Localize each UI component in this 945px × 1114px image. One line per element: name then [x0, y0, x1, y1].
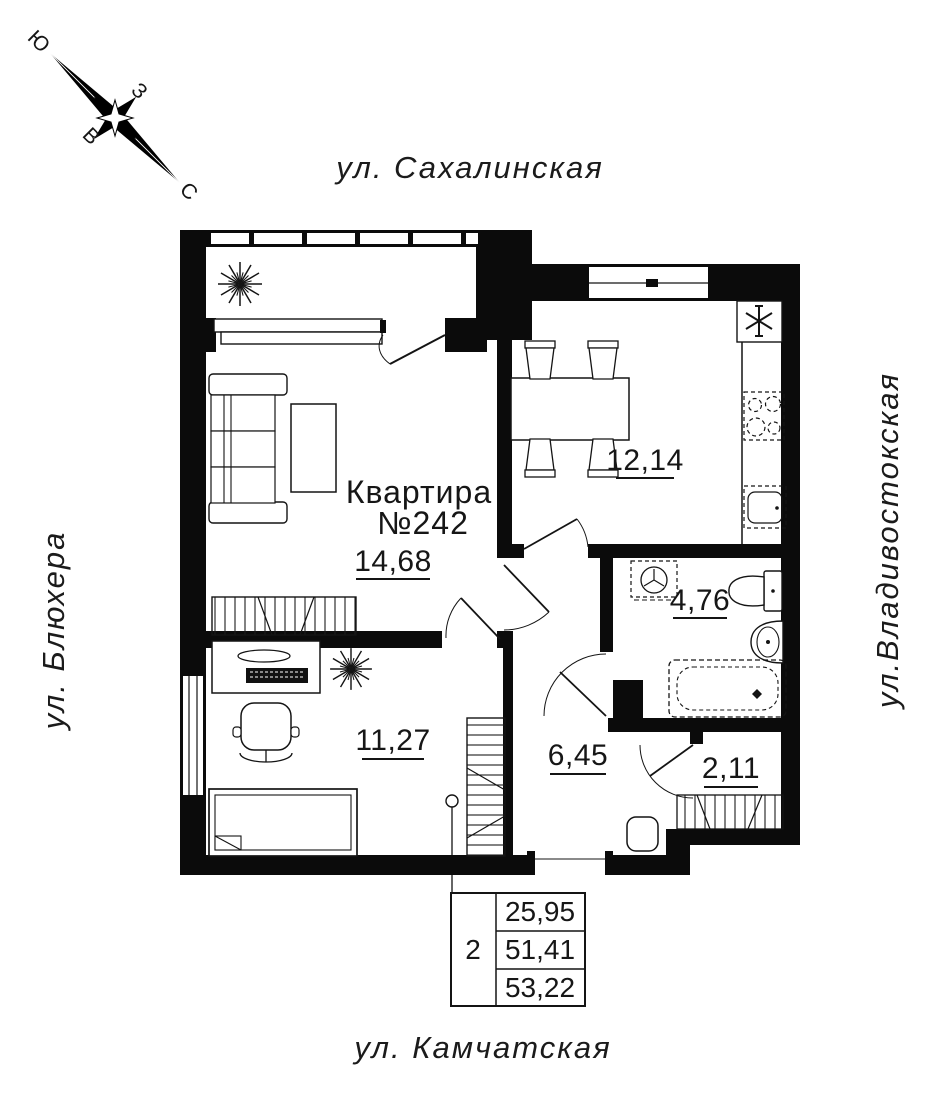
- bathroom-door: [543, 653, 607, 717]
- hallway-area-label: 6,45: [548, 739, 608, 772]
- area-without-balcony: 51,41: [505, 934, 575, 965]
- dining-table: [510, 377, 630, 441]
- bathroom-area-label: 4,76: [670, 584, 730, 617]
- street-label-bottom: ул. Камчатская: [352, 1030, 611, 1065]
- wall-sill-cap-right: [445, 318, 487, 352]
- balcony-door: [378, 334, 446, 365]
- bath-sink-icon: [750, 620, 784, 664]
- living-door: [503, 564, 550, 631]
- wall-sill-cap-left: [206, 318, 216, 352]
- entrance-jamb-right: [605, 851, 613, 856]
- stove-icon: [743, 391, 785, 441]
- bed: [208, 788, 358, 857]
- wall-bath-left: [600, 552, 613, 652]
- total-area: 53,22: [505, 972, 575, 1003]
- street-label-right: ул.Владивостокская: [870, 372, 905, 710]
- door-arc: [503, 611, 550, 631]
- room-closet: 2,11: [639, 744, 784, 830]
- windows: [183, 233, 708, 795]
- street-label-left: ул. Блюхера: [36, 531, 71, 732]
- room-living: Квартира №242 14,68: [208, 373, 492, 636]
- coffee-table: [290, 403, 337, 493]
- wall-bottom-right: [605, 855, 690, 875]
- street-label-top: ул. Сахалинская: [334, 150, 604, 185]
- wall-kitchen-bottom-jamb: [512, 544, 524, 558]
- room-hallway: 6,45: [445, 564, 659, 860]
- closet-door: [639, 744, 694, 799]
- living-area-total: 25,95: [505, 896, 575, 927]
- room-bathroom: 4,76: [543, 560, 787, 718]
- balcony-window: [211, 233, 478, 244]
- wall-bottom-left: [180, 855, 535, 875]
- wardrobe-living: [211, 596, 357, 636]
- kitchen-door: [523, 518, 589, 550]
- info-table: [450, 892, 586, 1007]
- apartment-label: Квартира: [346, 474, 492, 510]
- closet-area-label: 2,11: [702, 752, 760, 785]
- wall-kitchen-left: [497, 301, 512, 558]
- vent-icon: [736, 300, 783, 343]
- door-arc: [576, 518, 589, 548]
- apartment-number: №242: [377, 505, 469, 541]
- dining-chairs: [524, 340, 619, 478]
- toilet-icon: [728, 570, 783, 612]
- bathtub-icon: [668, 659, 787, 718]
- rooms-count: 2: [465, 934, 481, 965]
- door-leaf: [523, 518, 578, 550]
- door-arc: [543, 653, 607, 717]
- sofa: [208, 373, 288, 524]
- door-leaf: [559, 671, 607, 717]
- wall-closet-jamb: [690, 732, 703, 744]
- door-leaf: [649, 744, 694, 777]
- door-leaf: [460, 597, 501, 640]
- bedroom-door: [445, 597, 501, 640]
- wall-kitchen-bottom: [588, 544, 785, 558]
- closet-shelf: [676, 794, 784, 830]
- room-bedroom: 11,27: [208, 640, 506, 857]
- door-arc: [639, 744, 694, 799]
- bedroom-area-label: 11,27: [355, 724, 430, 757]
- washing-machine-icon: [630, 560, 678, 601]
- door-arc: [378, 334, 391, 365]
- door-arc: [445, 597, 462, 639]
- keyboard-icon: [246, 668, 308, 683]
- office-chair: [232, 702, 300, 763]
- kitchen-sink-icon: [743, 485, 787, 529]
- bedroom-window: [183, 676, 203, 795]
- wall-bath-bottom: [608, 718, 800, 732]
- info-table-group: 2 25,95 51,41 53,22: [445, 794, 586, 1007]
- entrance-jamb-left: [527, 851, 535, 856]
- leader-dot: [445, 794, 459, 808]
- kitchen-area-label: 12,14: [606, 444, 684, 477]
- desk: [211, 640, 321, 694]
- door-leaf: [503, 564, 550, 613]
- door-leaf: [389, 334, 446, 365]
- wall-closet-bottom: [666, 829, 800, 845]
- stool: [626, 816, 659, 852]
- living-area-label: 14,68: [354, 545, 432, 578]
- wardrobe-bedroom: [466, 717, 506, 857]
- wall-hall-left: [503, 633, 513, 857]
- balcony-sill: [213, 318, 386, 345]
- room-kitchen: 12,14: [510, 300, 787, 550]
